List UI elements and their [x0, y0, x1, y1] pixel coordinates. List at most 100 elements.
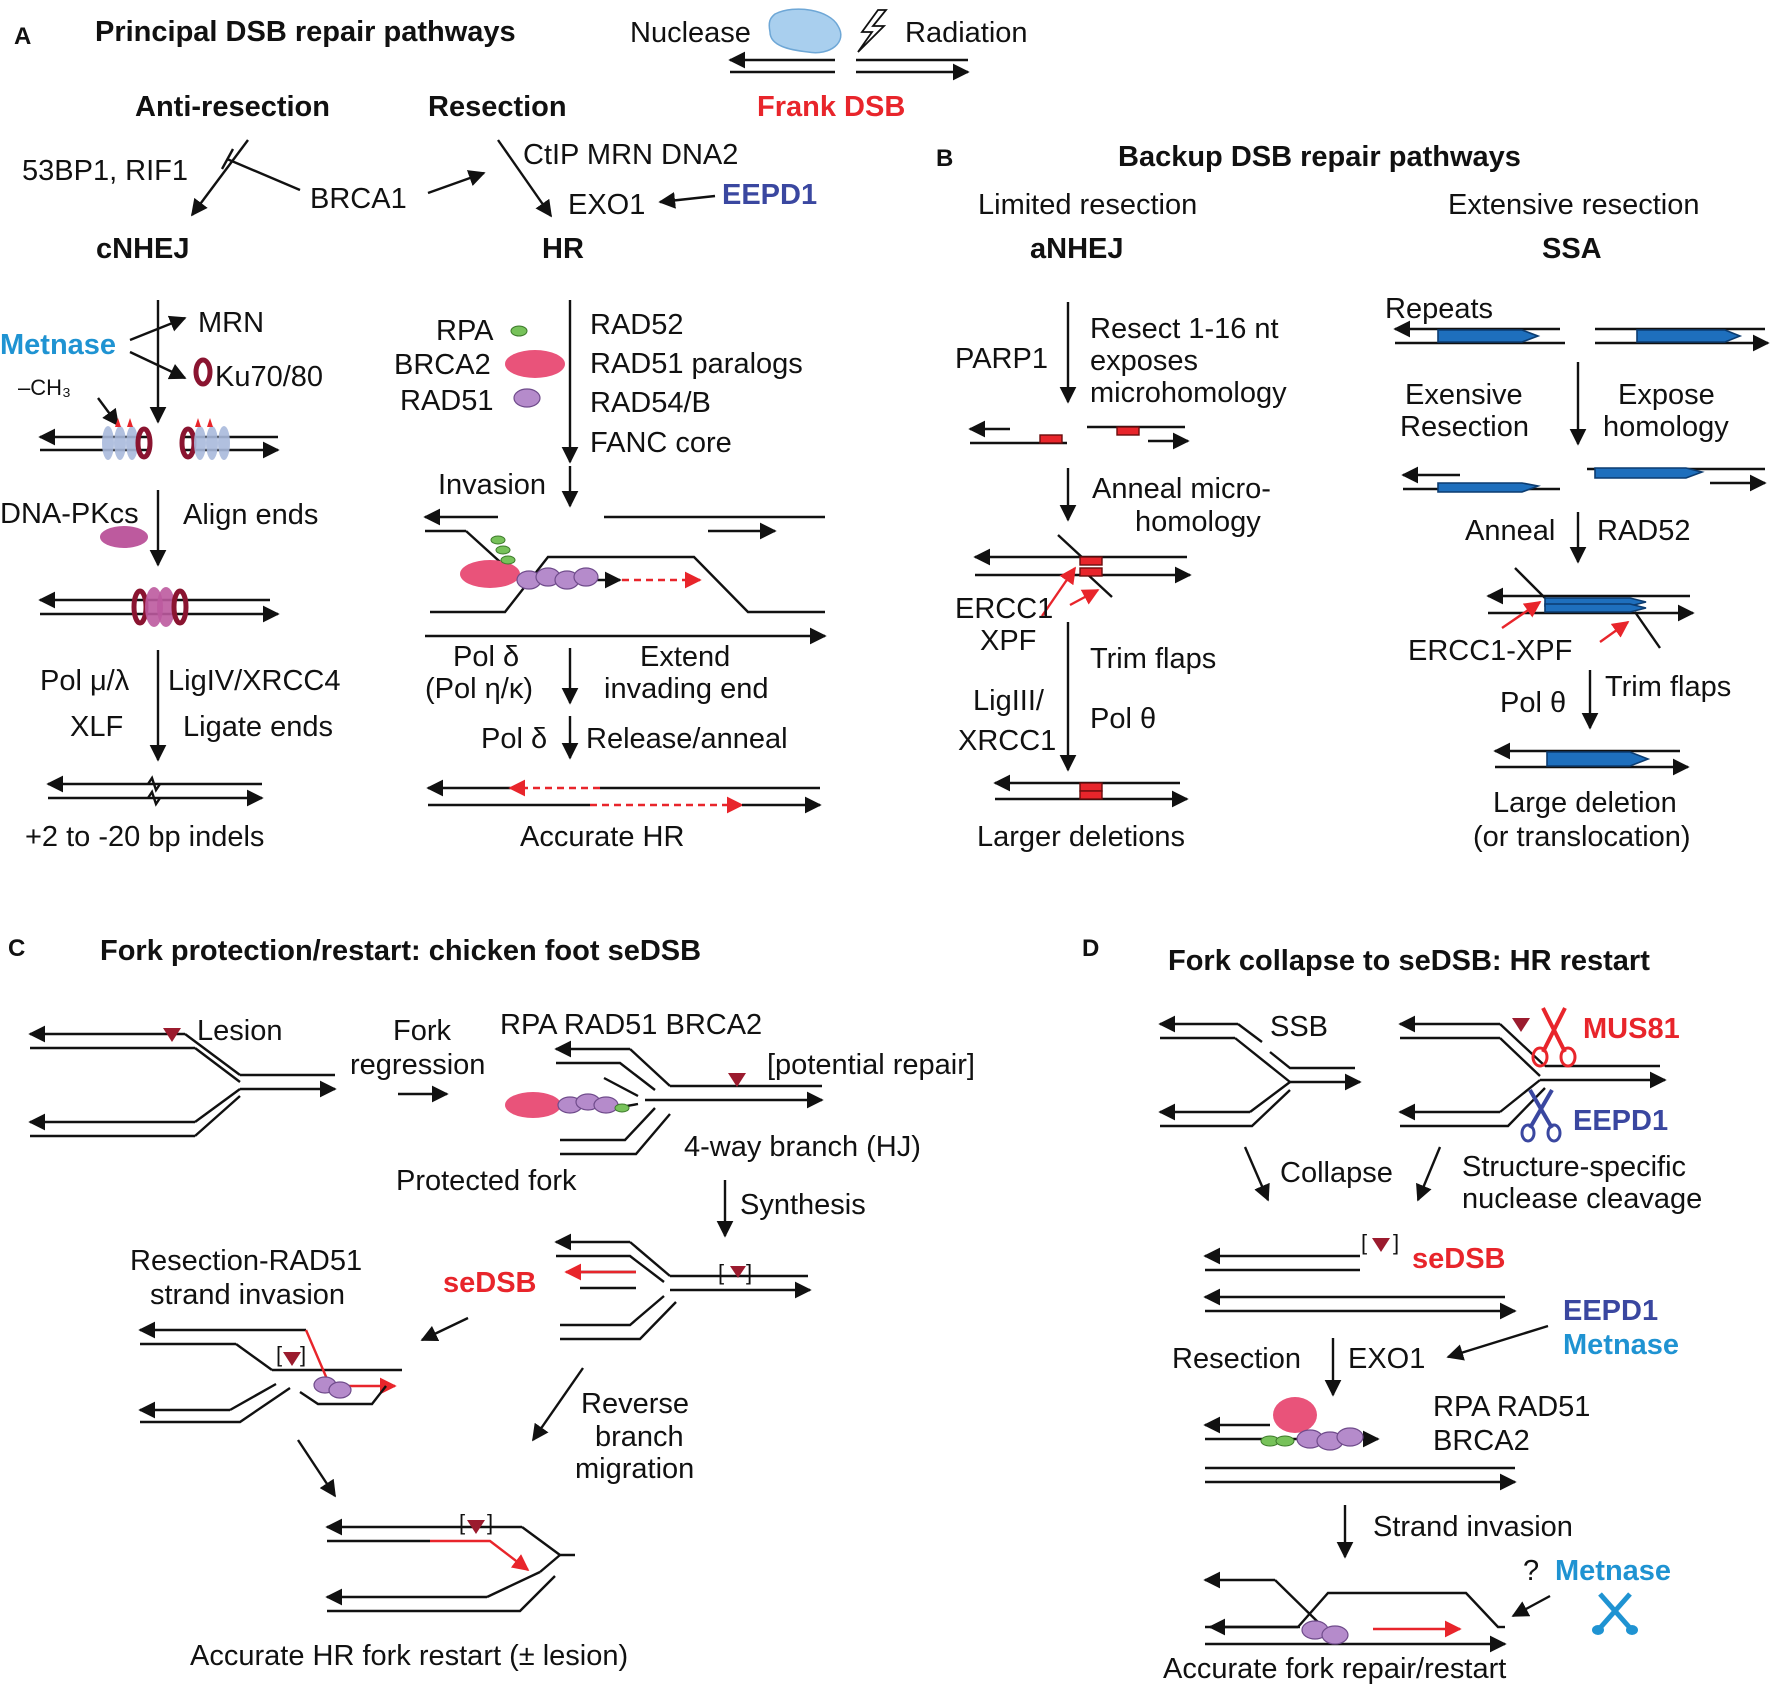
- rad51-paralogs-label: RAD51 paralogs: [590, 348, 803, 380]
- repeats-label: Repeats: [1385, 293, 1493, 325]
- synthesis-label: Synthesis: [740, 1189, 866, 1221]
- resect-line3: microhomology: [1090, 377, 1287, 409]
- brca1-label: BRCA1: [310, 183, 407, 215]
- ssb-label: SSB: [1270, 1011, 1328, 1043]
- exo1-label: EXO1: [568, 189, 645, 221]
- invasion-label: Invasion: [438, 469, 546, 501]
- panel-a-letter: A: [14, 23, 31, 50]
- panel-a: A Principal DSB repair pathways Nuclease…: [0, 8, 1028, 853]
- anneal-label: Anneal: [1465, 515, 1555, 547]
- align-ends-label: Align ends: [183, 499, 318, 531]
- pol-eta-kappa-label: (Pol η/κ): [425, 673, 533, 705]
- anhej-product: [993, 774, 1189, 808]
- brca1-inhibition: [226, 157, 301, 192]
- pol-mu-lambda-label: Pol μ/λ: [40, 665, 130, 697]
- hr-product: [426, 779, 822, 814]
- panel-c-letter: C: [8, 935, 25, 962]
- mrn-label: MRN: [198, 307, 264, 339]
- rpa-label: RPA: [436, 315, 494, 347]
- metnase-arrow: [1511, 1594, 1551, 1618]
- metnase-d-label: Metnase: [1563, 1329, 1679, 1361]
- rad51-icon: [513, 388, 541, 408]
- ssa-repeat-duplex: [1393, 320, 1770, 352]
- extend-label: Extend: [640, 641, 730, 673]
- restart-arrow: [296, 1439, 337, 1498]
- strand-invasion-d-label: Strand invasion: [1373, 1511, 1573, 1543]
- panel-b: B Backup DSB repair pathways Limited res…: [936, 141, 1770, 853]
- regression-label: regression: [350, 1049, 485, 1081]
- sedsb-d-label: seDSB: [1412, 1243, 1506, 1275]
- invasion-d-loop: [423, 508, 827, 645]
- panel-d-title: Fork collapse to seDSB: HR restart: [1168, 945, 1650, 977]
- pol-delta-label: Pol δ: [453, 641, 519, 673]
- ku-ring-icon: [193, 357, 213, 387]
- accurate-hr-label: Accurate HR: [520, 821, 684, 853]
- translocation-label: (or translocation): [1473, 821, 1691, 853]
- rpa-icon: [510, 325, 528, 337]
- 53bp1-rif1-label: 53BP1, RIF1: [22, 155, 188, 187]
- limited-resection-label: Limited resection: [978, 189, 1197, 221]
- eepd1-label: EEPD1: [722, 179, 817, 211]
- ssa-product: [1493, 742, 1690, 776]
- rad54-label: RAD54/B: [590, 387, 711, 419]
- panel-b-letter: B: [936, 145, 953, 172]
- svg-text:[: [: [459, 1510, 465, 1535]
- exensive-label: Exensive: [1405, 379, 1523, 411]
- hr-label: HR: [542, 233, 584, 265]
- resection-d-label: Resection: [1172, 1343, 1301, 1375]
- resection-arrow-c: [420, 1316, 469, 1342]
- ligated-product: [46, 775, 264, 807]
- stalled-fork: [28, 1025, 337, 1138]
- metnase-label: Metnase: [0, 329, 116, 361]
- fanc-core-label: FANC core: [590, 427, 732, 459]
- pol-delta-2-label: Pol δ: [481, 723, 547, 755]
- eepd1-scissors-icon: [1520, 1088, 1562, 1143]
- accurate-repair-label: Accurate fork repair/restart: [1163, 1653, 1506, 1685]
- ercc1-label: ERCC1: [955, 593, 1053, 625]
- eepd1-d-label: EEPD1: [1573, 1105, 1668, 1137]
- radiation-label: Radiation: [905, 17, 1028, 49]
- reverse-label: Reverse: [581, 1388, 689, 1420]
- d-loop-restart: [1203, 1571, 1507, 1653]
- svg-text:]: ]: [746, 1260, 752, 1285]
- mus81-scissors-icon: [1531, 1007, 1577, 1068]
- anti-resection-arrow: [190, 139, 249, 217]
- xrcc1-label: XRCC1: [958, 725, 1056, 757]
- panel-c: C Fork protection/restart: chicken foot …: [8, 935, 975, 1672]
- mus81-fork: [1398, 1015, 1667, 1128]
- potential-repair-label: [potential repair]: [767, 1049, 975, 1081]
- resection-rad51-label: Resection-RAD51: [130, 1245, 362, 1277]
- anneal-homology-label: homology: [1135, 506, 1261, 538]
- sedsb-duplex-d: [ ]: [1203, 1230, 1517, 1320]
- resection-arrow: [497, 139, 552, 218]
- panel-b-title: Backup DSB repair pathways: [1118, 141, 1521, 173]
- ercc1-xpf-label: ERCC1-XPF: [1408, 635, 1572, 667]
- svg-text:[: [: [276, 1342, 282, 1367]
- four-way-branch-label: 4-way branch (HJ): [684, 1131, 921, 1163]
- radiation-icon: [857, 9, 888, 53]
- svg-text:]: ]: [1393, 1230, 1399, 1255]
- ligiv-xrcc4-label: LigIV/XRCC4: [168, 665, 340, 697]
- chicken-foot-fork: [505, 1040, 824, 1156]
- brca2-d-label: BRCA2: [1433, 1425, 1530, 1457]
- brca2-icon: [505, 350, 565, 378]
- larger-deletions-label: Larger deletions: [977, 821, 1185, 853]
- ku-label: Ku70/80: [215, 361, 323, 393]
- strand-invasion-c-label: strand invasion: [150, 1279, 345, 1311]
- dna-pkcs-label: DNA-PKcs: [0, 498, 139, 530]
- panel-d: D Fork collapse to seDSB: HR restart SSB: [1082, 935, 1702, 1685]
- ctip-mrn-dna2-label: CtIP MRN DNA2: [523, 139, 738, 171]
- restarted-fork: [ ]: [325, 1510, 575, 1613]
- ssa-label: SSA: [1542, 233, 1602, 265]
- ssa-resected-ends: [1401, 466, 1767, 493]
- nuclease-label: Nuclease: [630, 17, 751, 49]
- panel-d-letter: D: [1082, 935, 1099, 962]
- extended-chicken-foot: [ ]: [554, 1233, 812, 1341]
- structure-specific-label: Structure-specific: [1462, 1151, 1686, 1183]
- xlf-label: XLF: [70, 711, 123, 743]
- svg-text:]: ]: [487, 1510, 493, 1535]
- homology-label: homology: [1603, 411, 1729, 443]
- rad52-ssa-label: RAD52: [1597, 515, 1691, 547]
- release-anneal-label: Release/anneal: [586, 723, 788, 755]
